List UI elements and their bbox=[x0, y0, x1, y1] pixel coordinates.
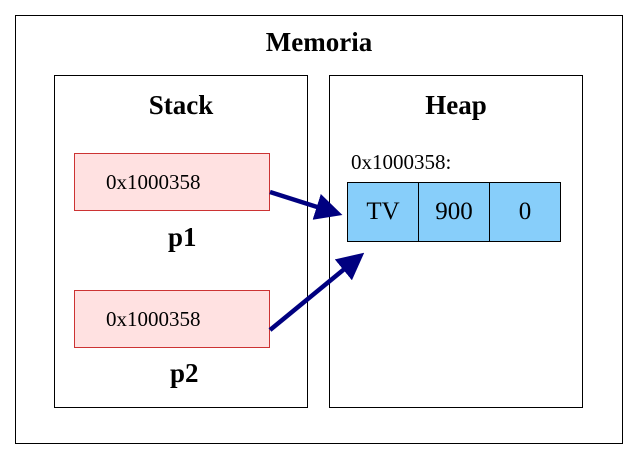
memory-frame bbox=[15, 15, 623, 444]
heap-field-900: 900 bbox=[418, 183, 489, 241]
heap-title: Heap bbox=[425, 90, 487, 120]
diagram-title: Memoria bbox=[265, 27, 373, 57]
heap-object: TV 900 0 bbox=[347, 182, 561, 242]
p2-value-box: 0x1000358 bbox=[74, 290, 270, 348]
p2-label: p2 bbox=[170, 358, 199, 388]
p1-value-box: 0x1000358 bbox=[74, 153, 270, 211]
stack-region: Stack bbox=[54, 75, 308, 408]
heap-region: Heap bbox=[329, 75, 583, 408]
heap-address-label: 0x1000358: bbox=[351, 150, 452, 174]
heap-field-tv: TV bbox=[366, 198, 400, 225]
p1-label: p1 bbox=[168, 222, 197, 252]
stack-title: Stack bbox=[148, 90, 214, 120]
heap-field-0: 0 bbox=[489, 183, 560, 241]
